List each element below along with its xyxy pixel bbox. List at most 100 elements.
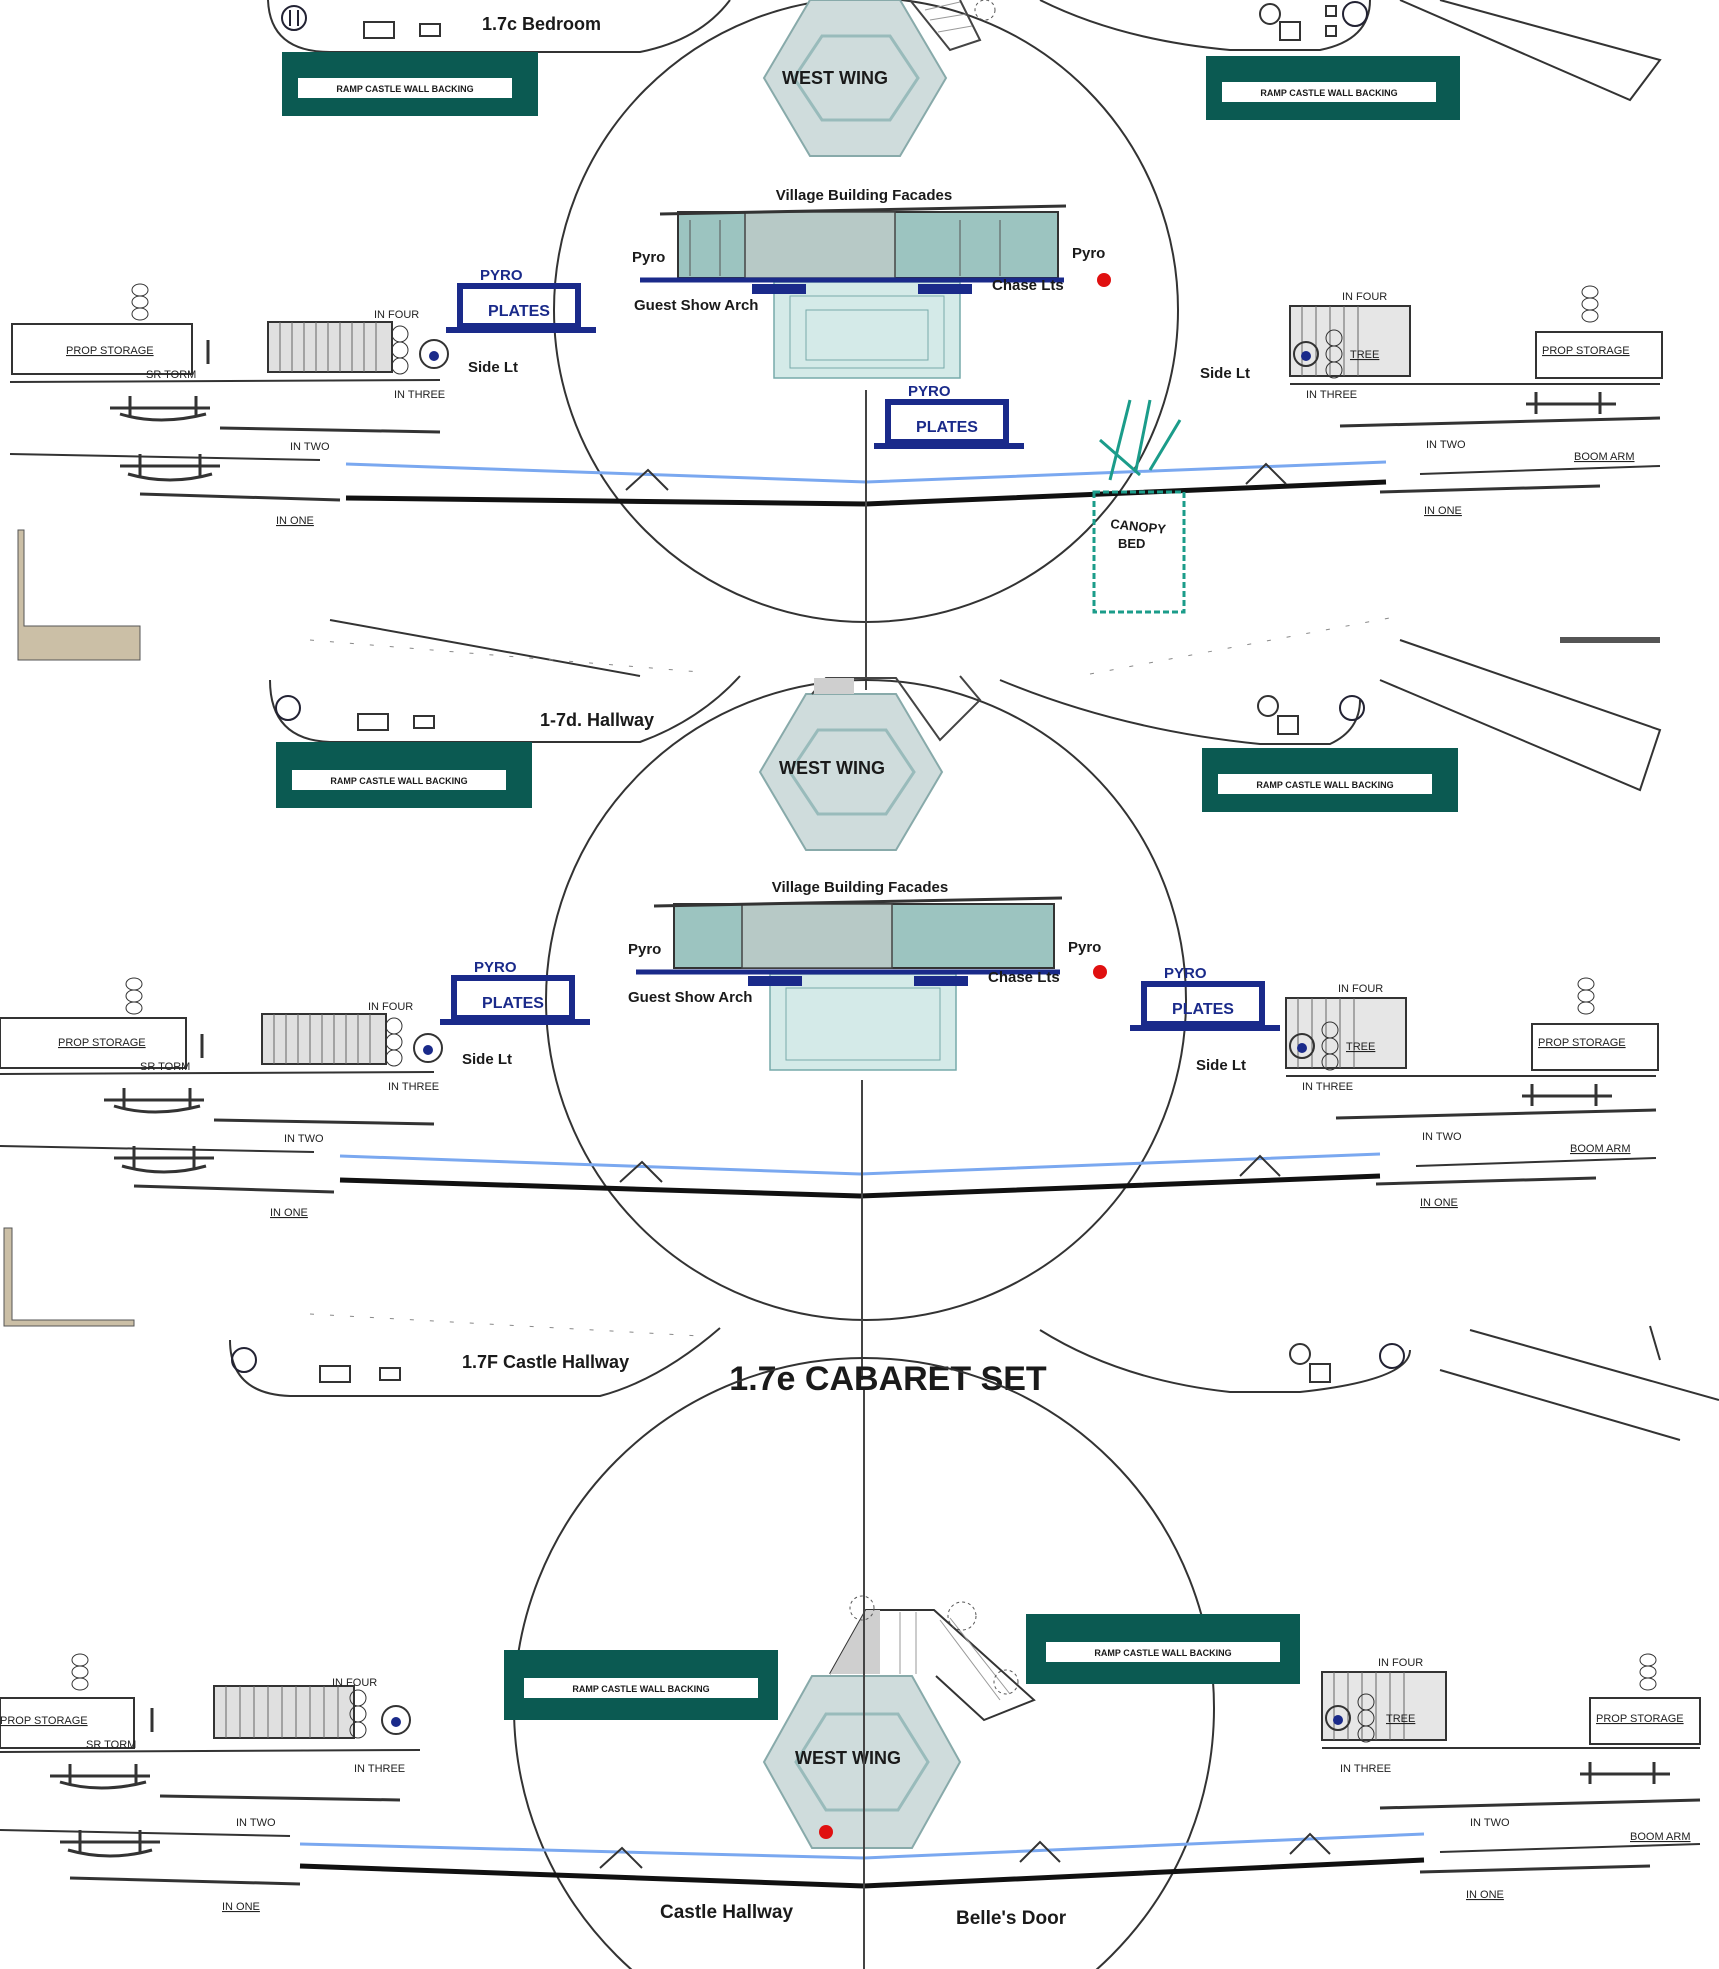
ramp-label: RAMP CASTLE WALL BACKING [572,1684,709,1694]
belles-door-label: Belle's Door [956,1908,1067,1929]
in-four-label: IN FOUR [1338,983,1383,995]
pyro-left-label-2: Pyro [628,941,661,958]
tan-wall-left-3 [3,1227,135,1327]
sr-torm-label: SR TORM [86,1739,136,1751]
side-light-left-2: Side Lt [462,1051,512,1068]
pyro-right-label-2: Pyro [1068,939,1101,956]
scene-title-castle-hallway: 1.7F Castle Hallway [462,1352,629,1372]
in-three-label: IN THREE [1340,1763,1391,1775]
in-four-label: IN FOUR [332,1677,377,1689]
right-wing-stack-1: Side Lt TREE IN FOUR IN THREE PROP STORA… [1200,285,1663,517]
panel-castle-hallway: 1.7F Castle Hallway 1.7e CABARET SET RAM… [0,1227,1719,1969]
in-one-label: IN ONE [270,1207,308,1219]
panel-bedroom: 1.7c Bedroom RAMP CASTLE WALL BACKING RA… [9,0,1663,690]
in-two-label: IN TWO [1426,439,1466,451]
pyro-right-label-1: Pyro [1072,245,1105,262]
in-four-label: IN FOUR [374,309,419,321]
ramp-label: RAMP CASTLE WALL BACKING [1260,88,1397,98]
facades-label-1: Village Building Facades [776,187,952,204]
boom-arm-label: BOOM ARM [1630,1831,1691,1843]
ramp-label: RAMP CASTLE WALL BACKING [330,776,467,786]
west-wing-hexagon-2 [758,693,944,851]
header-arc-right-1 [1039,0,1371,51]
tree-label: TREE [1386,1713,1415,1725]
scene-title-bedroom: 1.7c Bedroom [482,14,601,34]
pyro-plate-top-center-1: PYRO [908,383,951,400]
ramp-label: RAMP CASTLE WALL BACKING [1256,780,1393,790]
pyro-plate-top-left-1: PYRO [480,267,523,284]
in-four-label: IN FOUR [1378,1657,1423,1669]
stage-edge-black-3 [299,1857,1425,1889]
pyro-plates-label-center-1: PLATES [916,419,978,436]
west-wing-label-1: WEST WING [782,68,888,88]
in-three-label: IN THREE [388,1081,439,1093]
side-light-right-1: Side Lt [1200,365,1250,382]
ramp-label: RAMP CASTLE WALL BACKING [1094,1648,1231,1658]
guest-arch-label-2: Guest Show Arch [628,989,752,1006]
side-light-left-1: Side Lt [468,359,518,376]
in-one-label: IN ONE [1466,1889,1504,1901]
prop-storage-label: PROP STORAGE [1596,1713,1684,1725]
prop-storage-label: PROP STORAGE [1542,345,1630,357]
guest-arch-label-1: Guest Show Arch [634,297,758,314]
chase-label-1: Chase Lts [992,277,1064,294]
left-wing-stack-2: PROP STORAGE IN FOUR SR TORM IN THREE Si… [0,977,512,1219]
cabaret-heading: 1.7e CABARET SET [729,1360,1047,1398]
canopy-bed-sketch: CANOPY BED [1092,399,1186,614]
prop-storage-label: PROP STORAGE [58,1037,146,1049]
in-two-label: IN TWO [236,1817,276,1829]
in-four-label: IN FOUR [1342,291,1387,303]
west-wing-hexagon-1 [762,0,948,157]
tan-wall-left-2 [17,529,141,661]
pyro-plates-label-left-1: PLATES [488,303,550,320]
in-three-label: IN THREE [1302,1081,1353,1093]
in-three-label: IN THREE [354,1763,405,1775]
canopy-bed-label-2: BED [1118,536,1145,551]
chase-label-2: Chase Lts [988,969,1060,986]
west-wing-label-2: WEST WING [779,758,885,778]
pyro-red-dot-1 [1097,273,1111,287]
in-two-label: IN TWO [284,1133,324,1145]
ramp-label: RAMP CASTLE WALL BACKING [336,84,473,94]
prop-storage-label: PROP STORAGE [0,1715,88,1727]
in-one-label: IN ONE [1424,505,1462,517]
sr-torm-label: SR TORM [140,1061,190,1073]
right-wing-stack-2: Side Lt TREE IN FOUR IN THREE PROP STORA… [1196,977,1659,1209]
in-one-label: IN ONE [1420,1197,1458,1209]
in-two-label: IN TWO [1470,1817,1510,1829]
in-three-label: IN THREE [394,389,445,401]
sr-torm-label: SR TORM [146,369,196,381]
right-wing-stack-3: TREE IN FOUR IN THREE PROP STORAGE IN TW… [1321,1653,1701,1901]
in-one-label: IN ONE [276,515,314,527]
left-wing-stack-1: PROP STORAGE IN FOUR SR TORM IN THREE Si… [9,283,518,527]
in-four-label: IN FOUR [368,1001,413,1013]
canopy-bed-label-1: CANOPY [1110,516,1167,537]
boom-arm-label: BOOM ARM [1570,1143,1631,1155]
stage-edge-blue-2 [339,1152,1381,1176]
pyro-plates-left-2 [451,975,575,1021]
in-three-label: IN THREE [1306,389,1357,401]
red-dot-3 [819,1825,833,1839]
pyro-plates-center-1 [885,399,1009,445]
facades-label-2: Village Building Facades [772,879,948,896]
west-wing-label-3: WEST WING [795,1748,901,1768]
tree-label: TREE [1346,1041,1375,1053]
stage-circle-2 [545,679,1187,1321]
stage-edge-black-2 [339,1173,1381,1199]
pyro-red-dot-2 [1093,965,1107,979]
castle-hallway-label: Castle Hallway [660,1902,793,1923]
pyro-left-label-1: Pyro [632,249,665,266]
side-light-right-2: Side Lt [1196,1057,1246,1074]
boom-arm-label: BOOM ARM [1574,451,1635,463]
pyro-plates-left-1 [457,283,581,329]
prop-storage-label: PROP STORAGE [1538,1037,1626,1049]
left-wing-stack-3: PROP STORAGE IN FOUR SR TORM IN THREE IN… [0,1653,421,1913]
in-two-label: IN TWO [1422,1131,1462,1143]
in-one-label: IN ONE [222,1901,260,1913]
west-wing-hexagon-3 [762,1675,962,1849]
in-two-label: IN TWO [290,441,330,453]
pyro-plates-label-right-2: PLATES [1172,1001,1234,1018]
scene-title-hallway: 1-7d. Hallway [540,710,654,730]
panel-hallway: 1-7d. Hallway RAMP CASTLE WALL BACKING R… [0,529,1662,1380]
